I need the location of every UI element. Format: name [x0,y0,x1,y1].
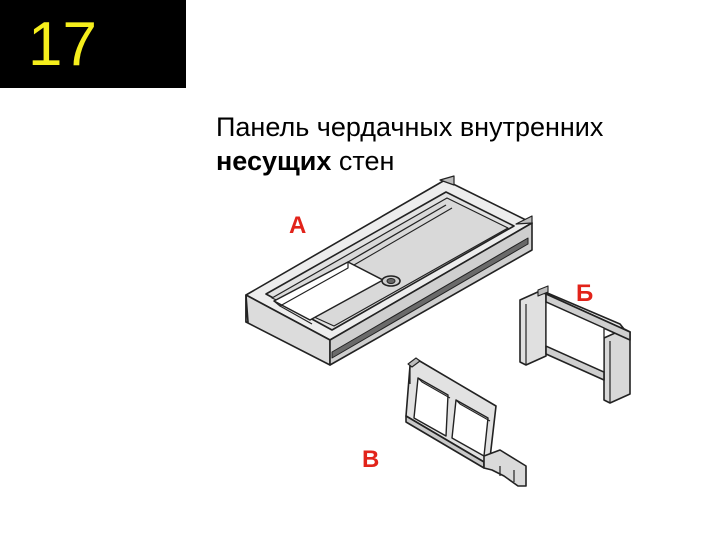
double-opening-panel-drawing [405,357,527,487]
frame-panel-drawing [519,285,631,404]
attic-wall-panel-drawing [245,175,533,366]
slide-number: 17 [28,10,97,79]
label-b: Б [576,280,594,307]
title-part-2: стен [338,146,395,176]
label-v: В [362,446,380,473]
slide-title: Панель чердачных внутренних несущих стен [216,110,696,178]
title-bold-word: несущих [216,146,332,176]
slide-number-box: 17 [0,0,186,88]
title-part-1: Панель чердачных внутренних [216,112,604,142]
label-a: А [289,212,307,239]
